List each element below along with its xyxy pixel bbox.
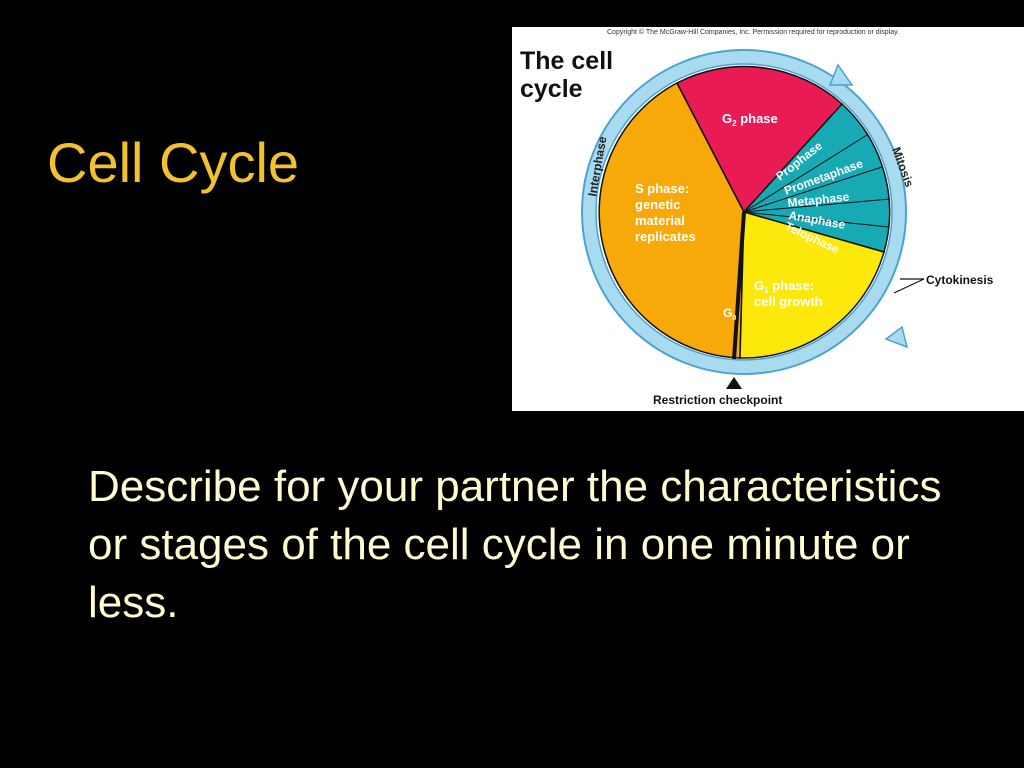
cell-cycle-figure: Copyright © The McGraw-Hill Companies, I…	[520, 28, 994, 407]
s-phase-wedge	[598, 81, 745, 359]
slide-title: Cell Cycle	[47, 131, 300, 194]
g0-label: G0	[723, 306, 736, 322]
discussion-prompt: Describe for your partner the characteri…	[88, 462, 942, 627]
g0-line	[732, 211, 746, 360]
mitosis-wedge	[742, 102, 891, 253]
s-phase-label: S phase: genetic material replicates	[635, 181, 696, 244]
mitosis-dividers	[743, 134, 891, 228]
cytokinesis-label: Cytokinesis	[926, 273, 994, 287]
ring-arrow-bottom	[884, 325, 909, 349]
copyright-notice: Copyright © The McGraw-Hill Companies, I…	[607, 28, 899, 36]
g2-phase-wedge	[675, 65, 844, 214]
cell-cycle-diagram: Copyright © The McGraw-Hill Companies, I…	[512, 27, 1024, 411]
metaphase-label: Metaphase	[787, 190, 850, 210]
g1-phase-wedge	[739, 211, 885, 359]
ring-arrow-top	[828, 63, 854, 86]
diagram-heading-line1: The cell	[520, 47, 613, 75]
g2-phase-label: G2 phase	[722, 111, 778, 128]
restriction-checkpoint-marker	[726, 377, 742, 389]
cytokinesis-pointer-tip	[893, 278, 925, 294]
diagram-heading-line2: cycle	[520, 75, 583, 103]
restriction-checkpoint-label: Restriction checkpoint	[653, 393, 782, 407]
g1-phase-label: G1 phase: cell growth	[754, 278, 823, 309]
